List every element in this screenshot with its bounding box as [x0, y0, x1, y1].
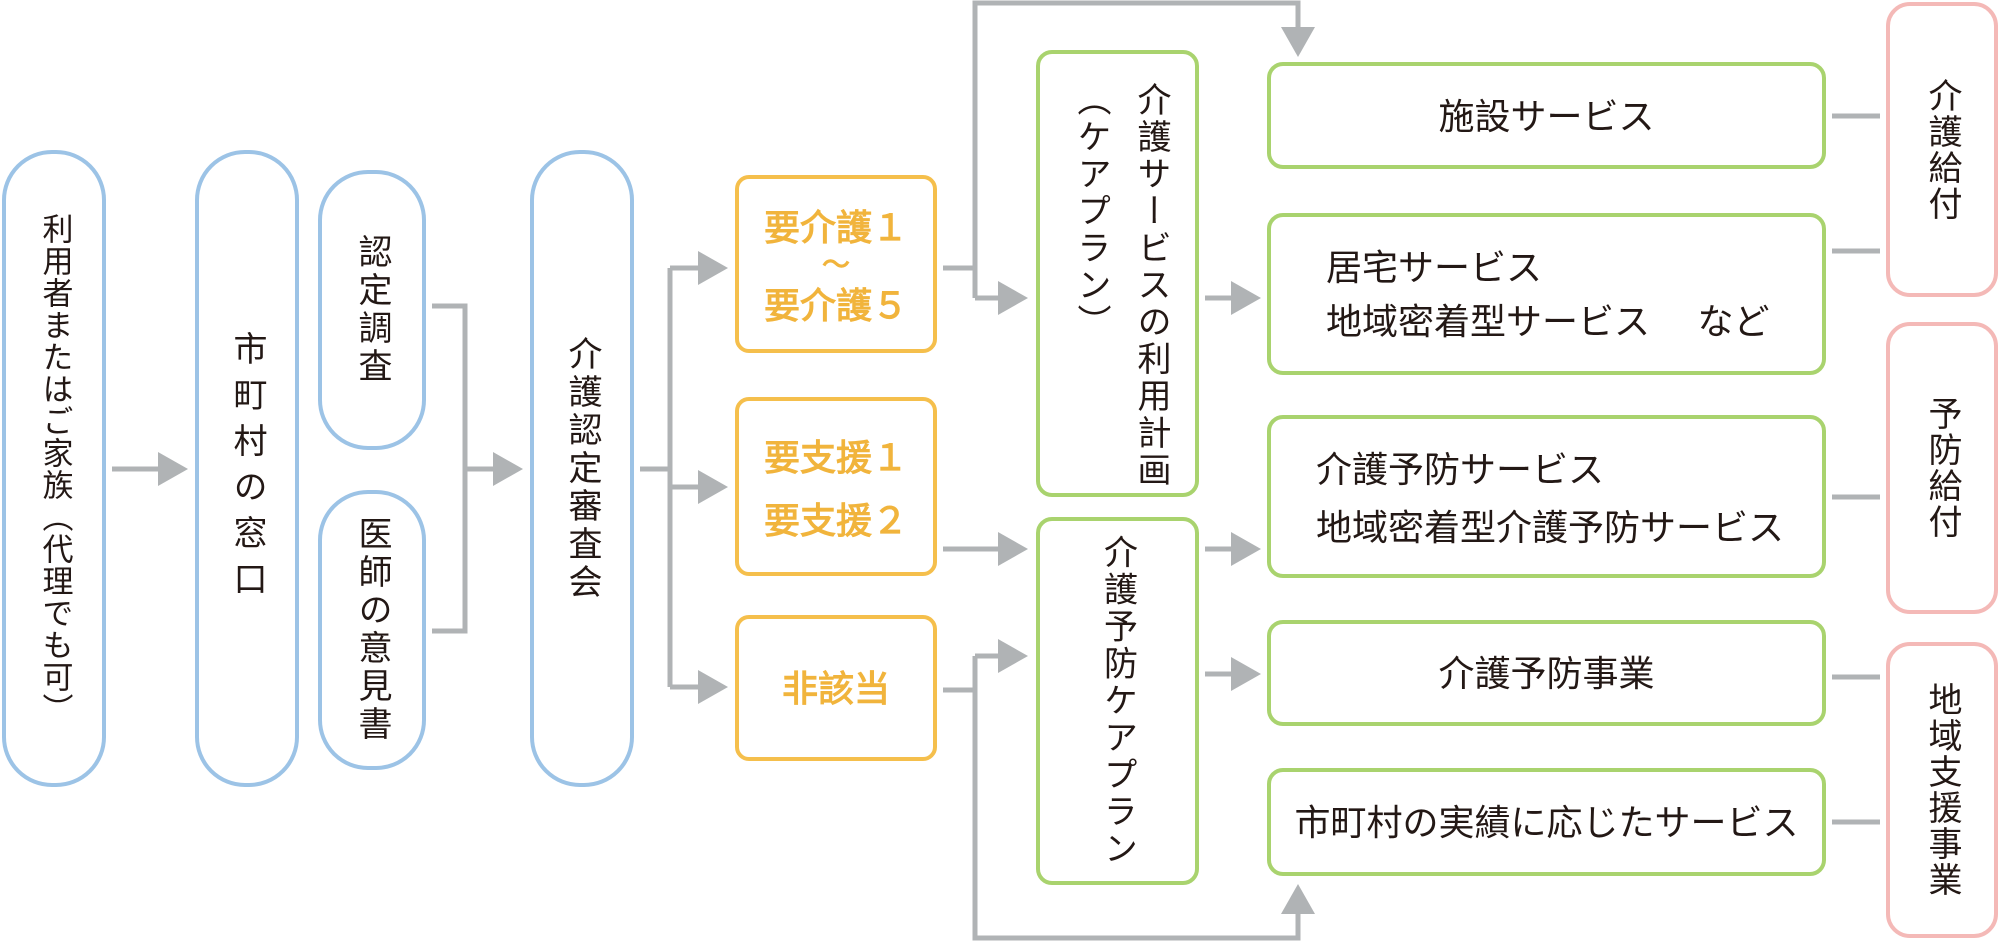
certification-survey-label: 認定調査: [352, 234, 392, 386]
prevention-plan-label: 介護予防ケアプラン: [1097, 534, 1138, 868]
doctor-opinion-label: 医師の意見書: [352, 516, 392, 744]
review-board-node: 介護認定審査会: [530, 150, 634, 787]
applicant-label: 利用者またはご家族（代理でも可）: [36, 212, 73, 725]
care-benefit-label: 介護給付: [1922, 77, 1962, 222]
care-level-line3: 要介護５: [763, 286, 908, 327]
arrow-head: [1231, 657, 1261, 691]
arrow-head: [998, 532, 1028, 566]
prevention-service-line2: 地域密着型介護予防サービス: [1316, 508, 1785, 549]
arrow-head: [493, 452, 523, 486]
facility-service-node: 施設サービス: [1267, 62, 1826, 169]
support-level-line1: 要支援１: [763, 438, 908, 479]
arrow-head: [1231, 281, 1261, 315]
arrow-head: [1281, 884, 1315, 914]
care-level-line2: 〜: [821, 248, 850, 281]
review-board-label: 介護認定審査会: [562, 335, 602, 602]
care-benefit-node: 介護給付: [1886, 2, 1998, 297]
community-support-label: 地域支援事業: [1922, 682, 1962, 898]
prevention-service-node: 介護予防サービス 地域密着型介護予防サービス: [1267, 415, 1826, 578]
applicant-node: 利用者またはご家族（代理でも可）: [2, 150, 106, 787]
prevention-project-node: 介護予防事業: [1267, 620, 1826, 726]
arrow-head: [998, 639, 1028, 673]
arrow-head: [698, 251, 728, 285]
home-service-line2: 地域密着型サービス など: [1326, 302, 1770, 343]
community-support-node: 地域支援事業: [1886, 642, 1998, 938]
arrow-head: [998, 281, 1028, 315]
arrow-head: [698, 670, 728, 704]
prevention-plan-node: 介護予防ケアプラン: [1036, 517, 1199, 885]
home-service-line1: 居宅サービス: [1326, 248, 1543, 289]
care-level-node: 要介護１ 〜 要介護５: [735, 175, 937, 353]
arrow-head: [1231, 532, 1261, 566]
prevention-project-label: 介護予防事業: [1438, 654, 1655, 695]
municipal-service-label: 市町村の実績に応じたサービス: [1294, 803, 1799, 844]
municipal-window-label: 市町村の窓口: [227, 330, 267, 607]
not-applicable-node: 非該当: [735, 615, 937, 761]
home-service-node: 居宅サービス 地域密着型サービス など: [1267, 213, 1826, 375]
municipal-window-node: 市町村の窓口: [195, 150, 299, 787]
care-level-line1: 要介護１: [763, 208, 908, 249]
municipal-service-node: 市町村の実績に応じたサービス: [1267, 768, 1826, 876]
support-level-line2: 要支援２: [763, 501, 908, 542]
care-plan-main-label: 介護サービスの利用計画: [1131, 82, 1171, 489]
support-level-node: 要支援１ 要支援２: [735, 397, 937, 576]
arrow-head: [698, 470, 728, 504]
arrow-head: [1281, 27, 1315, 57]
arrow-head: [158, 452, 188, 486]
care-plan-node: 介護サービスの利用計画 （ケアプラン）: [1036, 50, 1199, 497]
certification-survey-node: 認定調査: [318, 170, 426, 450]
facility-service-label: 施設サービス: [1438, 97, 1655, 138]
not-applicable-label: 非該当: [781, 669, 890, 710]
prevention-service-line1: 介護予防サービス: [1316, 450, 1605, 491]
doctor-opinion-node: 医師の意見書: [318, 490, 426, 770]
care-plan-sub-label: （ケアプラン）: [1071, 82, 1111, 341]
prevention-benefit-node: 予防給付: [1886, 322, 1998, 614]
prevention-benefit-label: 予防給付: [1922, 396, 1962, 540]
